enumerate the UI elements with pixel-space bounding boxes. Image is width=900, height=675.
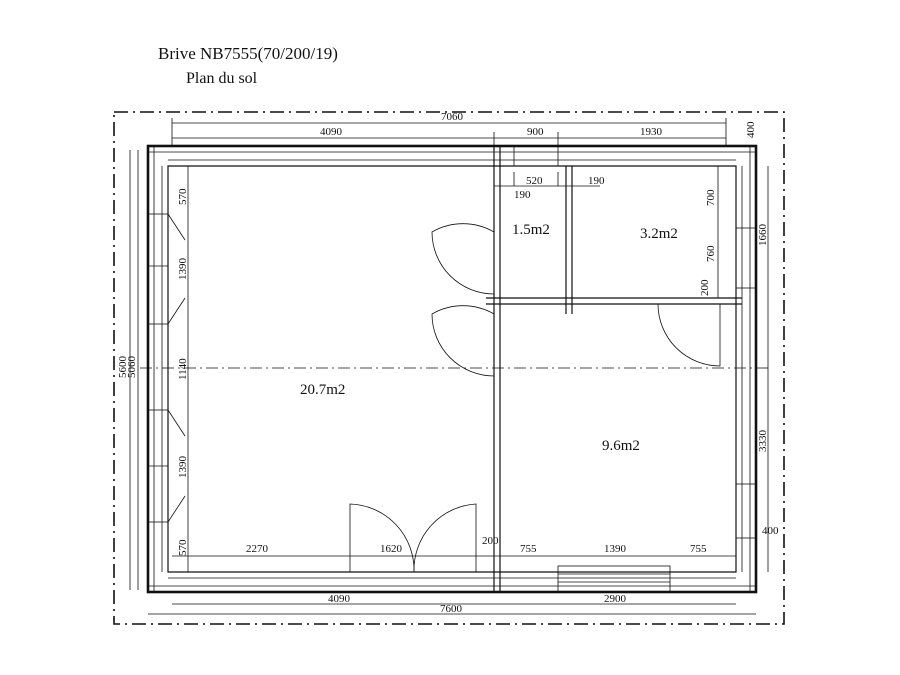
dim-label: 190 [588, 175, 605, 187]
room-label-storage: 3.2m2 [640, 226, 678, 242]
dim-label: 200 [482, 535, 499, 547]
dim-label: 1140 [177, 358, 189, 380]
dim-label: 1390 [177, 456, 189, 479]
right-window [735, 483, 757, 539]
dim-bottom-inner: 2270 1620 200 755 1390 755 [172, 535, 736, 557]
dim-right: 700 760 200 1660 3330 400 [699, 166, 779, 572]
bottom-window [557, 565, 671, 593]
room-label-side: 9.6m2 [602, 438, 640, 454]
plan-subtitle: Plan du sol [186, 70, 258, 87]
dim-bottom: 4090 2900 7600 [148, 593, 756, 615]
door-swing [431, 305, 495, 377]
door-swing [349, 503, 415, 573]
outer-wall [146, 144, 758, 594]
dim-left: 5600 5060 570 1390 1140 1390 570 [117, 150, 189, 590]
dim-label: 400 [745, 121, 757, 138]
dim-label: 570 [177, 188, 189, 205]
left-windows [147, 213, 186, 523]
dim-label: 190 [514, 189, 531, 201]
dim-top: 7060 4090 900 1930 400 [171, 111, 757, 146]
door-swing [431, 223, 495, 295]
dim-label: 4090 [320, 126, 343, 138]
dim-label: 1390 [177, 258, 189, 281]
door-swing [413, 503, 477, 573]
dim-label: 3330 [757, 430, 769, 453]
dim-label: 1620 [380, 543, 403, 555]
dim-label: 900 [527, 126, 544, 138]
dim-label: 1660 [757, 224, 769, 247]
door-swing [657, 303, 721, 367]
plan-title: Brive NB7555(70/200/19) [158, 44, 338, 63]
dim-label: 400 [762, 525, 779, 537]
dim-label: 5600 [117, 356, 129, 379]
dim-label: 755 [690, 543, 707, 555]
dim-label: 520 [526, 175, 543, 187]
top-window [513, 145, 559, 167]
dim-label: 755 [520, 543, 537, 555]
dim-label: 1930 [640, 126, 663, 138]
dim-label: 2270 [246, 543, 269, 555]
dim-label: 2900 [604, 593, 627, 605]
dim-label: 1390 [604, 543, 627, 555]
dim-label: 200 [699, 279, 711, 296]
right-window [735, 227, 757, 289]
dim-label: 4090 [328, 593, 351, 605]
room-label-main: 20.7m2 [300, 382, 345, 398]
dim-label: 5060 [126, 356, 138, 379]
dim-label: 570 [177, 539, 189, 556]
dim-label: 700 [705, 189, 717, 206]
dim-label: 760 [705, 245, 717, 262]
site-boundary [113, 111, 785, 625]
dim-door-top: 190 520 190 [494, 175, 605, 201]
dim-label: 7060 [441, 111, 464, 123]
dim-label: 7600 [440, 603, 463, 615]
room-label-small: 1.5m2 [512, 222, 550, 238]
